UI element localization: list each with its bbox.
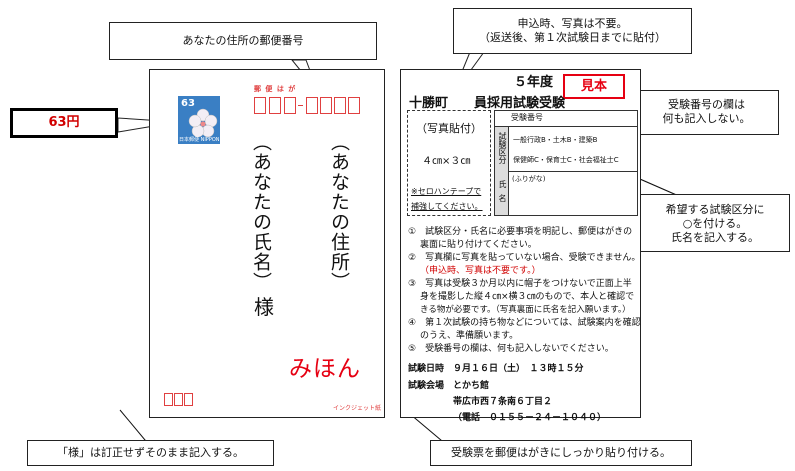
category-name-divider [494,171,638,172]
form-table [494,110,638,216]
note-line: ④ 第１次試験の持ち物などについては、試験案内を確認 [408,318,641,328]
stamp: 63 日本郵便 NIPPON [178,96,220,144]
name-field[interactable] [510,186,636,214]
photo-callout-line2: （返送後、第１次試験日までに貼付） [479,31,666,44]
sama-callout: 「様」は訂正せずそのまま記入する。 [27,440,274,466]
name-shaded-column [495,127,508,215]
note-line: ⑤ 受験番号の欄は、何も記入しないでください。 [408,344,614,354]
sender-postal-box [184,393,193,406]
venue-label: 試験会場 [408,381,445,391]
exam-number-label: 受験番号 [511,113,543,122]
note-line: のうえ、準備願います。 [420,331,519,341]
exam-datetime-label: 試験日時 [408,364,445,374]
postal-code-box-3 [284,97,296,114]
exam-number-callout-line2: 何も記入しない。 [662,112,751,125]
postcard-header: 郵 便 は が [254,85,297,93]
note-line: ① 試験区分・氏名に必要事項を明記し、郵便はがきの [408,227,633,237]
category-label: 試験区分 [498,132,507,164]
category-option-1[interactable]: 一般行政B・土木B・建築B [513,136,598,144]
ticket-title: 十勝町 員採用試験受験 [409,96,566,111]
sender-postal-box [174,393,183,406]
furigana-label: (ふりがな) [512,175,546,183]
mihon-badge: 見本 [563,74,625,99]
venue-phone: （電話 ０１５５－２４－１０４０） [453,413,607,423]
exam-datetime: ９月１６日（土） １３時１５分 [453,364,584,374]
photo-callout: 申込時、写真は不要。 （返送後、第１次試験日までに貼付） [453,8,692,54]
venue-address: 帯広市西７条南６丁目２ [453,397,553,407]
note-line: ③ 写真は受験３か月以内に帽子をつけないで正面上半 [408,279,632,289]
name-label: 氏名 [498,180,507,208]
photo-box [407,110,491,216]
recipient-name: （あなたの氏名） [250,132,272,292]
photo-note-line1: ※セロハンテープで [411,187,482,196]
stamp-label-box: 63円 [10,108,118,138]
exam-ticket-card [400,69,641,418]
photo-size: ４㎝×３㎝ [422,156,471,167]
category-callout-line3: 氏名を記入する。 [671,231,759,244]
exam-number-row-divider [494,126,638,127]
sender-postal-boxes [164,393,204,406]
category-callout-line1: 希望する試験区分に [665,203,765,216]
postal-code-box-4 [306,97,318,114]
venue-name: とかち館 [453,381,490,391]
note-line: 身を撮影した縦４㎝×横３㎝のもので、本人と確認で [420,292,635,302]
exam-number-callout: 受験番号の欄は 何も記入しない。 [634,90,779,135]
photo-note-line2: 補強してください。 [411,202,483,211]
cherry-blossom-icon [188,108,218,138]
postal-code-box-7 [348,97,360,114]
note-line: 裏面に貼り付けてください。 [420,240,537,250]
postal-code-box-5 [320,97,332,114]
category-callout-line2: ○を付ける。 [682,217,748,230]
photo-callout-line1: 申込時、写真は不要。 [517,17,628,30]
category-option-2[interactable]: 保健師C・保育士C・社会福祉士C [513,156,619,164]
note-line: ② 写真欄に写真を貼っていない場合、受験できません。 [408,253,641,263]
postal-code-box-6 [334,97,346,114]
sender-postal-box [164,393,173,406]
postcard-front [149,69,385,418]
mihon-badge-text: 見本 [580,79,607,94]
photo-label: （写真貼付） [416,122,482,135]
postal-code-callout-text: あなたの住所の郵便番号 [182,34,304,47]
honorific-sama: 様 [254,295,274,319]
attach-callout-text: 受験票を郵便はがきにしっかり貼り付ける。 [451,446,671,459]
sample-mark: みほん [289,356,361,382]
stamp-value: 63 [181,98,195,109]
ticket-year: ５年度 [514,75,554,90]
exam-number-callout-line1: 受験番号の欄は [668,98,745,111]
postal-code-box-2 [269,97,281,114]
stamp-small-text: 日本郵便 NIPPON [179,137,220,143]
note-line-highlight: （申込時、写真は不要です。） [420,266,541,276]
exam-number-field[interactable] [548,111,636,125]
inkjet-label: インクジェット紙 [333,405,382,412]
attach-callout: 受験票を郵便はがきにしっかり貼り付ける。 [430,440,692,466]
postal-code-dash [298,105,303,106]
recipient-address: （あなたの住所） [328,132,350,292]
category-callout: 希望する試験区分に ○を付ける。 氏名を記入する。 [640,194,790,252]
postal-code-box-1 [254,97,266,114]
note-line: きる物が必要です。（写真裏面に氏名を記入願います。） [420,305,631,315]
postal-code-callout: あなたの住所の郵便番号 [109,22,377,60]
sama-callout-text: 「様」は訂正せずそのまま記入する。 [57,446,244,459]
stamp-label-text: 63円 [48,115,80,130]
